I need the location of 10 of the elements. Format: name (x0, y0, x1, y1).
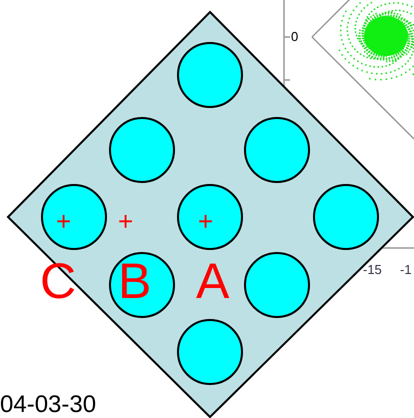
date-label: 04-03-30 (0, 393, 96, 417)
plus-mark: + (56, 208, 72, 234)
tick-label: -15 (363, 263, 382, 276)
tick-label: 0 (291, 30, 298, 43)
position-letter: A (196, 256, 230, 306)
position-letter: B (118, 256, 152, 306)
plus-mark: + (198, 208, 214, 234)
plus-mark: + (118, 208, 134, 234)
tick-label: -1 (400, 263, 412, 276)
position-letter: C (40, 256, 76, 306)
